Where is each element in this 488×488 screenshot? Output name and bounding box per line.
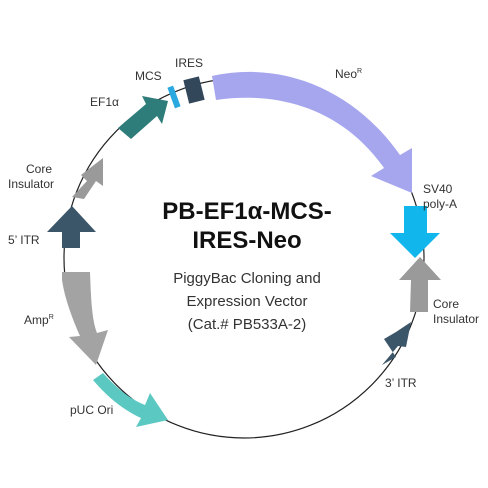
mcs-marker [167, 85, 181, 109]
core-insulator-right-arrow [399, 257, 441, 312]
sv40-label-line2: poly-A [423, 197, 457, 211]
core-insulator-left-label-line2: Insulator [8, 177, 54, 191]
ampr-arrow [62, 272, 108, 365]
core-insulator-right-label-line1: Core [433, 297, 459, 311]
puc-ori-arrow [93, 373, 168, 427]
ires-marker [183, 76, 205, 104]
plasmid-title-line2: IRES-Neo [192, 227, 301, 254]
ires-label: IRES [175, 56, 203, 70]
core-insulator-right-label-line2: Insulator [433, 312, 479, 326]
neo-arrow [212, 71, 412, 193]
neo-superscript: R [357, 68, 362, 75]
ef1a-label: EF1α [90, 95, 119, 109]
neo-label: NeoR [335, 67, 362, 81]
subtitle-line1: PiggyBac Cloning and [173, 270, 321, 287]
sv40-label-line1: SV40 [423, 182, 453, 196]
puc-ori-label: pUC Ori [70, 403, 113, 417]
ef1a-arrow [118, 96, 168, 139]
plasmid-title-line1: PB-EF1α-MCS- [162, 198, 331, 225]
itr-3-label: 3’ ITR [385, 376, 417, 390]
ampr-label: AmpR [24, 313, 54, 327]
itr-3-arrow [382, 322, 411, 365]
subtitle-line2: Expression Vector [187, 293, 308, 310]
itr-5-arrow [47, 206, 96, 248]
amp-superscript: R [49, 314, 54, 321]
sv40-polya-arrow [390, 206, 440, 258]
core-insulator-left-arrow [72, 158, 103, 199]
subtitle-line3: (Cat.# PB533A-2) [188, 316, 306, 333]
core-insulator-left-label-line1: Core [26, 162, 52, 176]
itr-5-label: 5’ ITR [8, 233, 40, 247]
mcs-label: MCS [135, 69, 162, 83]
